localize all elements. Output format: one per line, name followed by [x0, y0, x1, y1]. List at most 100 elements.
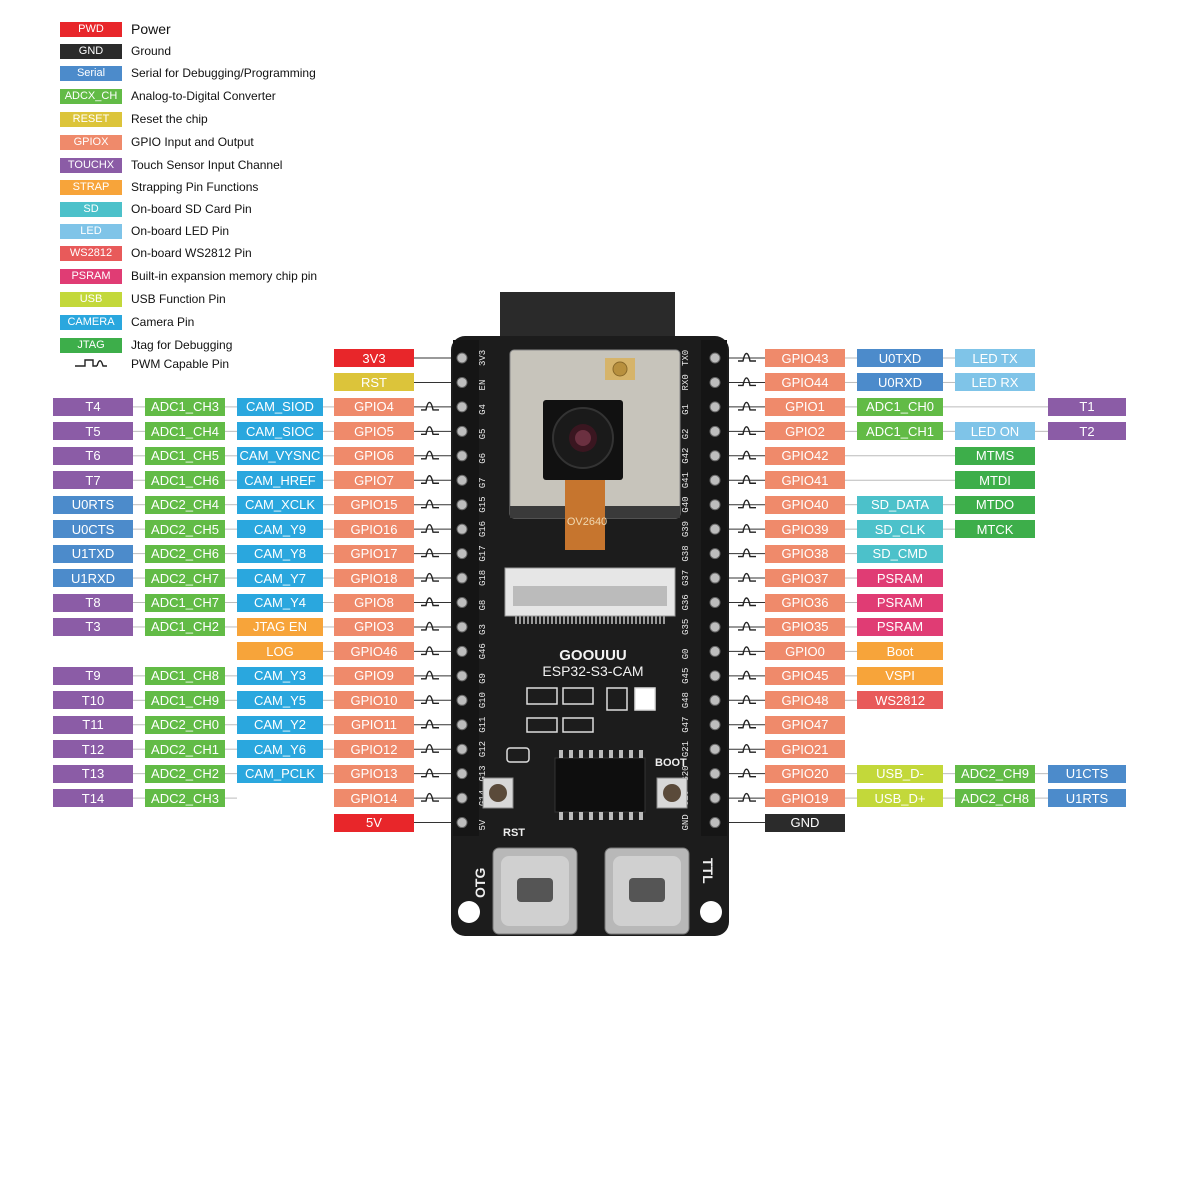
header-pin — [709, 499, 721, 511]
pin-function-label: SD_CMD — [857, 544, 943, 563]
rst-button[interactable] — [482, 777, 514, 809]
pwm-icon — [421, 670, 439, 680]
header-pin — [709, 743, 721, 755]
silk-label: G21 — [681, 741, 691, 757]
pwm-icon — [738, 523, 756, 533]
usb-serial-chip — [554, 757, 646, 813]
legend-desc: Jtag for Debugging — [131, 338, 233, 352]
pwm-icon — [421, 426, 439, 436]
silk-label: G8 — [478, 600, 488, 611]
header-pin — [709, 694, 721, 706]
pwm-icon — [421, 548, 439, 558]
pin-label: GPIO0 — [765, 642, 845, 661]
legend-tag: LED — [60, 223, 122, 239]
pwm-icon — [421, 768, 439, 778]
pin-label: GPIO36 — [765, 593, 845, 612]
legend-tag: CAMERA — [60, 314, 122, 330]
alt-function-label: T9 — [53, 666, 133, 685]
pin-label: GPIO43 — [765, 349, 845, 367]
silk-label: G13 — [478, 765, 488, 781]
header-pin — [709, 548, 721, 560]
pin-function-label: ADC1_CH1 — [857, 422, 943, 441]
pin-function-label: CAM_Y9 — [237, 520, 323, 539]
silk-label: G42 — [681, 448, 691, 464]
pwm-icon — [738, 621, 756, 631]
legend-desc: Touch Sensor Input Channel — [131, 158, 283, 172]
header-pin — [709, 352, 721, 364]
alt-function-label: T10 — [53, 691, 133, 710]
usb-c-port-ttl[interactable] — [604, 847, 690, 935]
pin-function-label: MTDO — [955, 495, 1035, 514]
pin-function-label: CAM_PCLK — [237, 764, 323, 783]
pwm-icon — [738, 768, 756, 778]
pwm-icon — [421, 792, 439, 802]
mount-hole — [700, 901, 722, 923]
pin-label: GPIO35 — [765, 617, 845, 636]
alt-function-label: T1 — [1048, 397, 1126, 416]
legend-desc: On-board WS2812 Pin — [131, 246, 252, 260]
pin-function-label: LED RX — [955, 373, 1035, 392]
pwm-icon — [738, 572, 756, 582]
legend-desc: On-board SD Card Pin — [131, 202, 252, 216]
pwm-icon — [421, 646, 439, 656]
legend-desc: On-board LED Pin — [131, 224, 230, 238]
header-pin — [709, 376, 721, 388]
silk-label: 5V — [478, 819, 488, 830]
pin-function-label: WS2812 — [857, 691, 943, 710]
adc-label: ADC1_CH9 — [145, 691, 225, 710]
adc-label: ADC2_CH6 — [145, 544, 225, 563]
pin-function-label: PSRAM — [857, 593, 943, 612]
header-pin — [456, 719, 468, 731]
silk-label: G9 — [478, 673, 488, 684]
silk-label: G39 — [681, 521, 691, 537]
brand-label: GOOUUU — [559, 647, 627, 664]
legend-desc: Power — [131, 21, 171, 37]
header-pin — [456, 572, 468, 584]
pin-label: GPIO42 — [765, 446, 845, 465]
header-pin — [709, 401, 721, 413]
pin-function-label: LED TX — [955, 349, 1035, 367]
pin-function-label: VSPI — [857, 666, 943, 685]
pwm-icon — [738, 426, 756, 436]
pwm-icon — [738, 475, 756, 484]
adc-label: ADC2_CH7 — [145, 569, 225, 588]
pin-function-label: MTCK — [955, 520, 1035, 539]
silk-label: G5 — [478, 429, 488, 440]
pin-function-label: MTDI — [955, 471, 1035, 490]
pin-label: GPIO12 — [334, 740, 414, 759]
silk-label: EN — [478, 380, 488, 391]
silk-label: G6 — [478, 453, 488, 464]
adc-label: ADC2_CH2 — [145, 764, 225, 783]
boot-button[interactable] — [656, 777, 688, 809]
silk-label: G41 — [681, 472, 691, 488]
adc-label: ADC2_CH3 — [145, 789, 225, 808]
silk-label: G47 — [681, 717, 691, 733]
pin-label: GPIO19 — [765, 789, 845, 808]
pin-function-label: U0TXD — [857, 349, 943, 367]
pin-label: GPIO45 — [765, 666, 845, 685]
pin-label: RST — [334, 373, 414, 392]
pin-label: GPIO9 — [334, 666, 414, 685]
pin-label: GPIO2 — [765, 422, 845, 441]
pin-label: GPIO4 — [334, 397, 414, 416]
pwm-icon — [738, 352, 756, 362]
pin-label: GPIO8 — [334, 593, 414, 612]
pin-label: GPIO5 — [334, 422, 414, 441]
pin-function-label: PSRAM — [857, 617, 943, 636]
pin-function-label: Boot — [857, 642, 943, 661]
silk-label: G3 — [478, 624, 488, 635]
pwm-icon — [738, 401, 756, 411]
header-pin — [709, 817, 721, 829]
pwm-icon — [738, 499, 756, 509]
silk-label: G20 — [681, 765, 691, 781]
header-pin — [709, 572, 721, 584]
legend-tag: SD — [60, 201, 122, 217]
header-pin — [456, 670, 468, 682]
header-pin — [709, 719, 721, 731]
usb-c-port-otg[interactable] — [492, 847, 578, 935]
pwm-icon — [738, 744, 756, 753]
